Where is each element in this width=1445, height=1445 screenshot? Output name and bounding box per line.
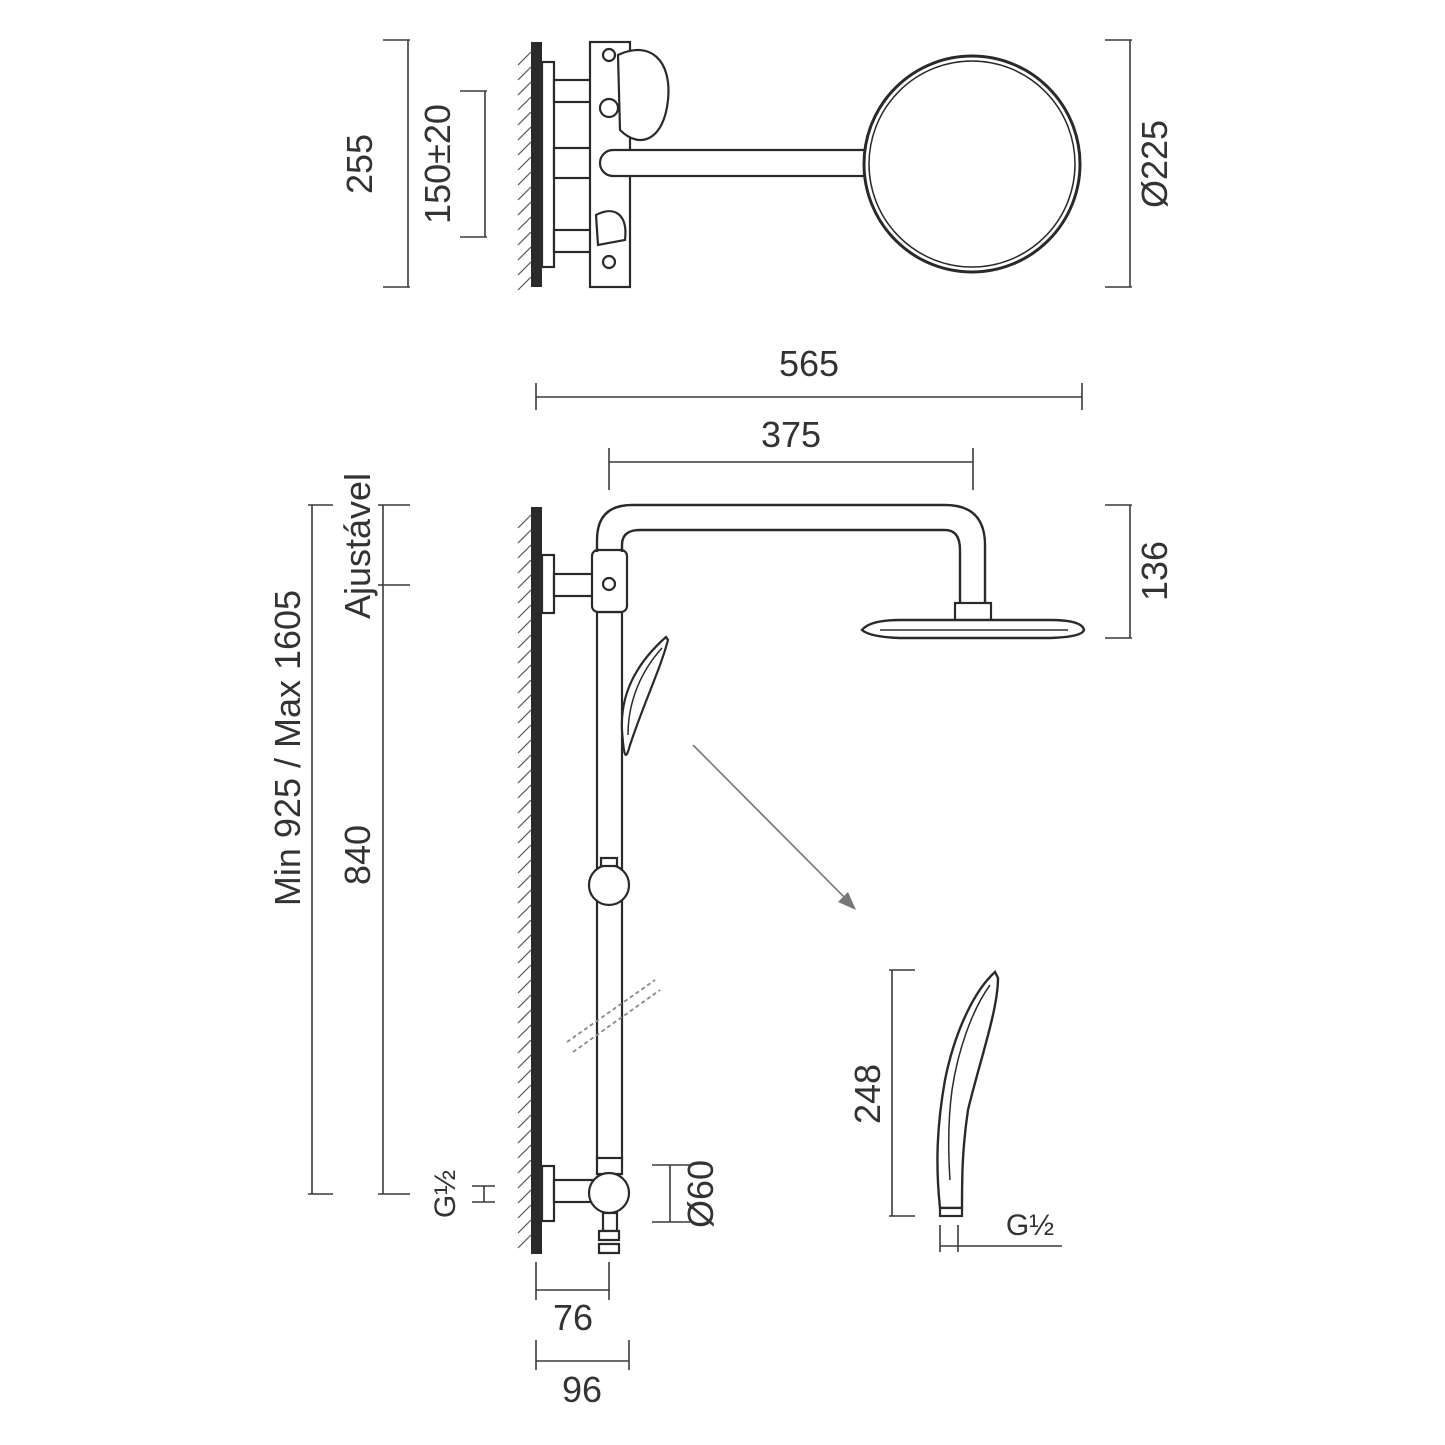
dim-96-label: 96 — [562, 1369, 602, 1410]
riser-slider — [587, 856, 631, 907]
front-shower-head — [860, 601, 1086, 640]
detail-arrow — [692, 744, 856, 910]
dim-adjustable-label: Ajustável — [337, 473, 378, 619]
dim-60-label: Ø60 — [680, 1160, 721, 1228]
top-wall — [517, 42, 542, 291]
dim-60-line — [652, 1164, 690, 1223]
top-shower-head — [862, 54, 1082, 274]
dim-375-label: 375 — [761, 414, 821, 455]
dim-840-label: 840 — [337, 825, 378, 885]
front-wall — [517, 507, 542, 1254]
dim-565-label: 565 — [779, 343, 839, 384]
dim-hand-thread-label: G½ — [1006, 1209, 1054, 1242]
dim-total-height-label: Min 925 / Max 1605 — [267, 590, 308, 906]
dim-225-line — [1105, 39, 1132, 288]
dim-150-label: 150±20 — [417, 104, 458, 224]
dim-136-line — [1105, 504, 1132, 639]
dim-248-line — [889, 969, 915, 1217]
hand-shower-body — [936, 970, 1000, 1218]
dim-76-label: 76 — [553, 1297, 593, 1338]
dim-840-line — [378, 504, 410, 1195]
front-hand-shower — [620, 635, 670, 756]
dim-565-line — [535, 383, 1083, 410]
dim-136-label: 136 — [1134, 541, 1175, 601]
front-view: 565 375 136 Min 925 / Max 1605 — [267, 343, 1175, 1410]
dim-255-line — [383, 39, 410, 288]
hose — [566, 979, 661, 1053]
riser-top-connector — [590, 548, 629, 614]
dim-inlet-thread-line — [472, 1185, 495, 1203]
dim-150-line — [460, 90, 487, 238]
lower-valve — [540, 1156, 631, 1255]
top-view: 255 150±20 Ø225 — [339, 39, 1175, 291]
shower-arm — [595, 503, 987, 603]
dim-225-label: Ø225 — [1134, 120, 1175, 208]
dim-96-line — [535, 1340, 630, 1370]
dim-248-label: 248 — [847, 1064, 888, 1124]
hand-shower-detail: 248 G½ — [847, 969, 1062, 1252]
dim-375-line — [608, 448, 974, 490]
dim-inlet-thread-label: G½ — [429, 1170, 462, 1218]
dim-76-line — [535, 1262, 610, 1300]
upper-bracket — [540, 553, 598, 615]
dim-total-height-line — [308, 504, 333, 1195]
dim-255-label: 255 — [339, 134, 380, 194]
dim-hand-thread-line — [939, 1225, 1062, 1252]
